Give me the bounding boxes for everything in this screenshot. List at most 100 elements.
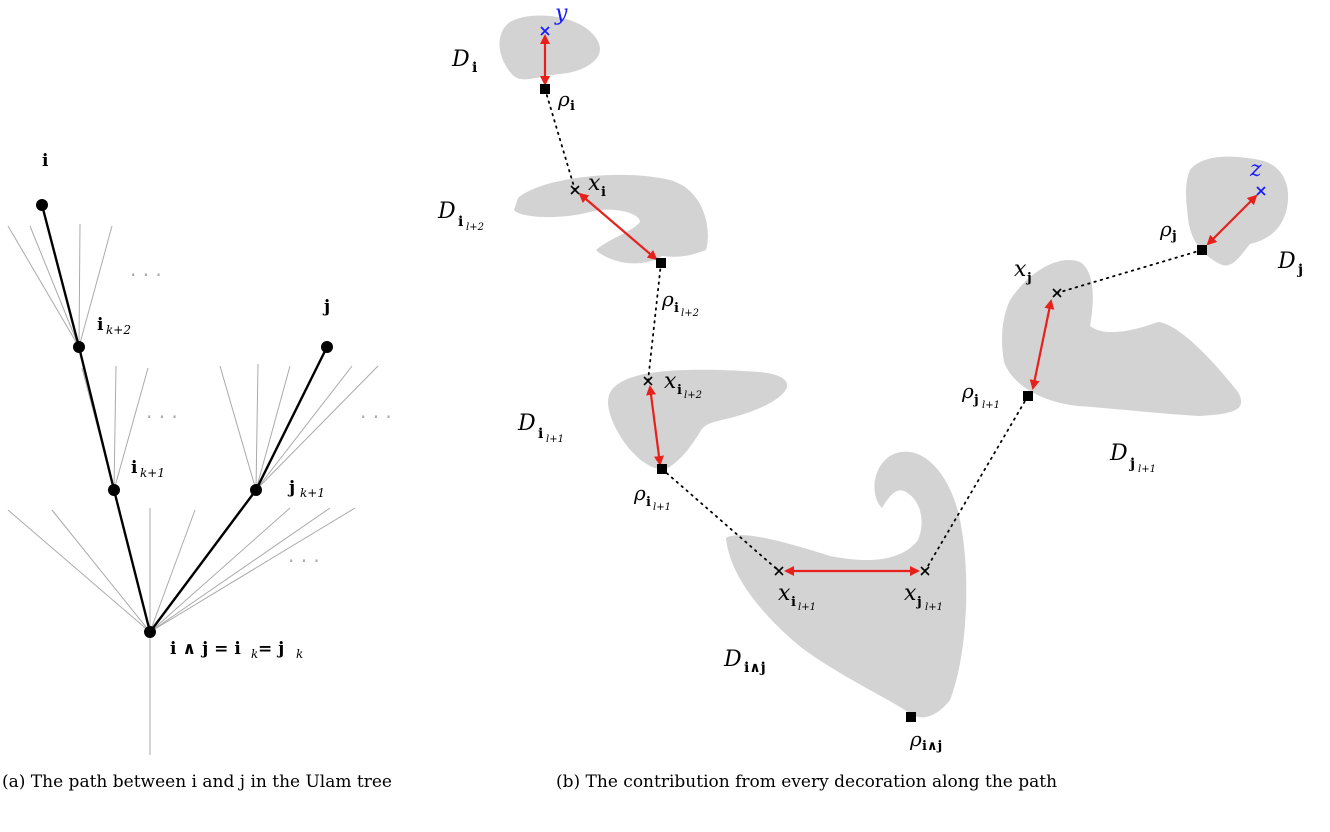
rho-jl1-marker — [1023, 391, 1033, 401]
svg-text:j: j — [1026, 271, 1032, 286]
svg-text:ρ: ρ — [909, 727, 922, 751]
svg-text:k: k — [251, 647, 258, 661]
svg-text:j: j — [1171, 229, 1177, 244]
label-D-il2: D i l+2 — [437, 199, 484, 233]
label-rho-i: ρ i — [557, 87, 575, 114]
svg-text:x: x — [1014, 257, 1027, 282]
label-x-jl1: x j l+1 — [904, 581, 943, 613]
svg-text:ρ: ρ — [633, 481, 646, 505]
label-x-il1: x i l+1 — [778, 581, 816, 613]
rho-markers — [540, 84, 1207, 722]
svg-text:i: i — [570, 99, 575, 114]
svg-text:k: k — [296, 647, 303, 661]
svg-text:x: x — [664, 369, 677, 394]
rho-il1-marker — [657, 464, 667, 474]
ulam-tree: · · · · · · · · · · · · i j i k+2 i k+1 … — [7, 151, 392, 755]
dots-1: · · · — [130, 263, 162, 287]
svg-text:i∧j: i∧j — [922, 739, 942, 754]
label-D-i: D i — [451, 47, 477, 76]
node-ik2 — [73, 341, 85, 353]
x-il2-marker — [643, 376, 653, 386]
label-D-meet: D i∧j — [723, 647, 766, 676]
rho-i-marker — [540, 84, 550, 94]
svg-text:l+2: l+2 — [684, 390, 702, 401]
svg-text:D: D — [451, 47, 470, 72]
blob-D-meet — [726, 451, 967, 718]
arrow-z — [1206, 194, 1258, 246]
svg-text:i: i — [674, 301, 679, 316]
svg-text:j: j — [973, 393, 979, 408]
y-marker — [540, 26, 550, 36]
svg-text:i: i — [601, 185, 606, 200]
arrow-il2 — [578, 192, 658, 261]
svg-text:l+1: l+1 — [925, 602, 943, 613]
label-D-il1: D i l+1 — [517, 411, 564, 445]
node-i — [36, 199, 48, 211]
svg-text:ρ: ρ — [961, 379, 974, 403]
dots-2: · · · — [146, 405, 178, 429]
dots-3: · · · — [360, 405, 392, 429]
svg-text:x: x — [904, 581, 917, 606]
rho-j-marker — [1197, 245, 1207, 255]
label-x-j: x j — [1014, 257, 1032, 286]
svg-text:l+2: l+2 — [466, 222, 484, 233]
svg-text:l+1: l+1 — [1138, 464, 1156, 475]
x-markers — [570, 185, 1062, 576]
svg-text:i ∧ j = i: i ∧ j = i — [170, 639, 241, 659]
svg-text:ρ: ρ — [557, 87, 570, 111]
svg-text:j: j — [287, 478, 295, 498]
svg-text:D: D — [723, 647, 742, 672]
svg-text:i: i — [538, 426, 543, 442]
label-D-jl1: D j l+1 — [1109, 441, 1156, 475]
x-i-marker — [570, 185, 580, 195]
svg-text:D: D — [1277, 249, 1296, 274]
label-rho-j: ρ j — [1159, 217, 1177, 244]
decorations: y z D i D i l+2 D i l+1 D i∧j D — [437, 1, 1303, 754]
z-marker — [1256, 186, 1266, 196]
blob-D-jl1 — [1002, 259, 1242, 416]
node-ik1 — [108, 484, 120, 496]
svg-text:i∧j: i∧j — [744, 660, 766, 676]
blob-D-il2 — [514, 174, 708, 264]
label-ik1: i k+1 — [131, 458, 165, 480]
svg-text:i: i — [646, 495, 651, 510]
svg-text:k+1: k+1 — [140, 466, 165, 480]
svg-text:l+1: l+1 — [982, 400, 1000, 411]
svg-text:l+1: l+1 — [546, 434, 564, 445]
svg-text:k+1: k+1 — [300, 486, 325, 500]
svg-text:k+2: k+2 — [106, 323, 131, 337]
red-arrows — [540, 34, 1258, 576]
tree-nodes — [36, 199, 333, 638]
label-jk1: j k+1 — [287, 478, 325, 500]
svg-text:i: i — [677, 383, 682, 398]
node-j — [321, 341, 333, 353]
svg-text:i: i — [472, 60, 477, 76]
rho-il2-marker — [656, 258, 666, 268]
svg-text:l+1: l+1 — [798, 602, 816, 613]
x-j-marker — [1052, 288, 1062, 298]
label-D-j: D j — [1277, 249, 1303, 278]
label-y: y — [554, 1, 568, 26]
blue-markers — [540, 26, 1266, 196]
svg-text:i: i — [97, 315, 104, 335]
rho-meet-marker — [906, 712, 916, 722]
arrow-il1 — [646, 385, 664, 466]
connectors — [544, 88, 1203, 572]
svg-text:j: j — [1296, 262, 1303, 278]
blobs — [499, 15, 1289, 718]
x-il1-marker — [774, 566, 784, 576]
tree-path — [40, 204, 329, 633]
label-meet: i ∧ j = i k = j k — [170, 639, 303, 661]
svg-text:ρ: ρ — [661, 287, 674, 311]
svg-text:D: D — [517, 411, 536, 436]
svg-text:x: x — [778, 581, 791, 606]
label-rho-jl1: ρ j l+1 — [961, 379, 1000, 411]
label-j: j — [322, 297, 330, 317]
label-x-il2: x i l+2 — [664, 369, 702, 401]
svg-text:j: j — [1128, 456, 1135, 472]
svg-text:i: i — [458, 214, 463, 230]
svg-text:ρ: ρ — [1159, 217, 1172, 241]
blob-D-i — [499, 15, 600, 80]
label-z: z — [1249, 157, 1262, 182]
